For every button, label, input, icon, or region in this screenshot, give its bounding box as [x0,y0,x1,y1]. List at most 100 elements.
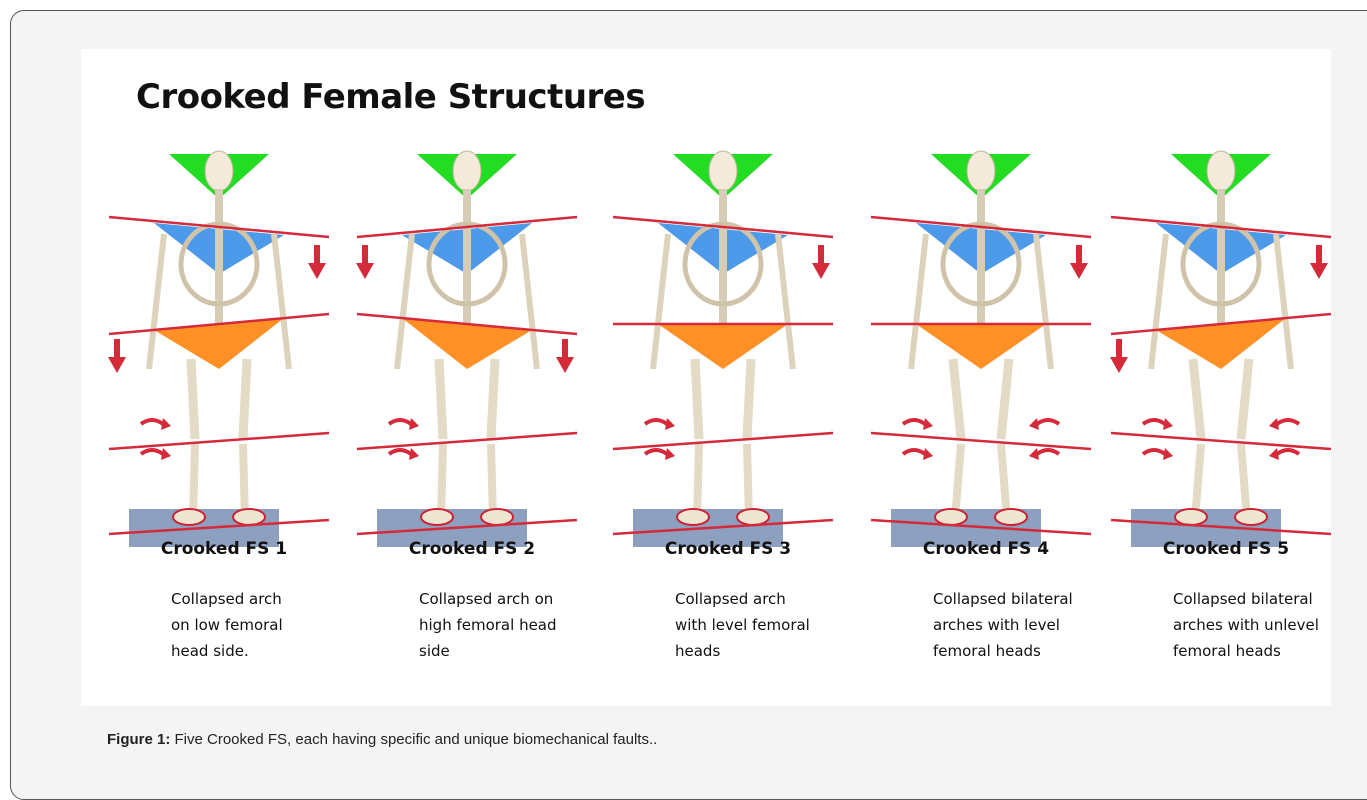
pelvis-triangle [402,318,532,369]
skull [205,151,233,191]
right-tibia [1001,444,1007,519]
left-arm [1151,234,1166,369]
knee-arrow-lower [141,450,163,454]
knee-arrow-lower-head [665,448,675,460]
pelvis-triangle [154,318,284,369]
skull [967,151,995,191]
left-foot [421,509,453,525]
knee-arrow-lower-right [1277,450,1299,454]
knee-arrow-upper-right-head [1269,418,1279,430]
knee-arrow-lower [903,450,925,454]
left-tibia [441,444,443,519]
skeleton-diagram-fs2 [357,149,577,529]
panel-description: Collapsed bilateralarches with unlevelfe… [1173,586,1343,664]
knee-arrow-upper [903,420,925,424]
right-tibia [1241,444,1247,519]
figure-frame: Crooked Female Structures Crooked FS 1 C… [10,10,1367,800]
right-femur [243,359,247,439]
left-arm [911,234,926,369]
right-tibia [747,444,749,519]
pelvis-triangle [1156,318,1286,369]
right-tibia [491,444,493,519]
left-tibia [1195,444,1201,519]
left-femur [953,359,961,439]
shoulder-drop-arrow [356,245,374,279]
right-arm [274,234,289,369]
panel-label: Crooked FS 1 [109,539,339,559]
knee-arrow-upper-right [1037,420,1059,424]
pelvis-drop-arrow [1110,339,1128,373]
knee-arrow-lower-head [409,448,419,460]
left-femur [439,359,443,439]
right-femur [747,359,751,439]
knee-arrow-lower [389,450,411,454]
knee-line [1111,433,1331,449]
right-foot [481,509,513,525]
knee-arrow-lower [645,450,667,454]
knee-line [357,433,577,449]
right-foot [995,509,1027,525]
right-arm [778,234,793,369]
knee-arrow-lower-right [1037,450,1059,454]
shoulder-drop-arrow [812,245,830,279]
skull [1207,151,1235,191]
right-foot [737,509,769,525]
knee-arrow-upper-head [923,418,933,430]
knee-arrow-upper [645,420,667,424]
panel-label: Crooked FS 4 [871,539,1101,559]
panel-fs2: Crooked FS 2 Collapsed arch onhigh femor… [357,49,587,706]
panel-label: Crooked FS 2 [357,539,587,559]
right-femur [1001,359,1009,439]
knee-arrow-lower-head [1163,448,1173,460]
right-femur [1241,359,1249,439]
right-arm [1036,234,1051,369]
panel-label: Crooked FS 3 [613,539,843,559]
knee-arrow-upper [389,420,411,424]
knee-line [871,433,1091,449]
knee-arrow-lower [1143,450,1165,454]
right-foot [1235,509,1267,525]
pelvis-triangle [658,324,788,369]
left-arm [149,234,164,369]
caption-text: Five Crooked FS, each having specific an… [170,731,657,748]
right-foot [233,509,265,525]
shoulder-drop-arrow [1310,245,1328,279]
left-femur [1193,359,1201,439]
pelvis-triangle [916,324,1046,369]
knee-arrow-upper [141,420,163,424]
skeleton-diagram-fs5 [1111,149,1331,529]
skeleton-diagram-fs1 [109,149,329,529]
knee-arrow-upper-head [1163,418,1173,430]
pelvis-drop-arrow [556,339,574,373]
shoulder-drop-arrow [1070,245,1088,279]
knee-line [109,433,329,449]
figure-image: Crooked Female Structures Crooked FS 1 C… [81,49,1331,706]
left-tibia [955,444,961,519]
knee-arrow-upper-right [1277,420,1299,424]
knee-arrow-lower-head [923,448,933,460]
knee-line [613,433,833,449]
knee-arrow-upper-right-head [1029,418,1039,430]
right-tibia [243,444,245,519]
left-foot [1175,509,1207,525]
left-arm [653,234,668,369]
panel-label: Crooked FS 5 [1111,539,1341,559]
skeleton-diagram-fs3 [613,149,833,529]
caption-prefix: Figure 1: [107,731,170,748]
knee-arrow-upper-head [161,418,171,430]
figure-caption: Figure 1: Five Crooked FS, each having s… [107,731,657,748]
left-foot [173,509,205,525]
knee-arrow-lower-head [161,448,171,460]
right-arm [522,234,537,369]
left-arm [397,234,412,369]
knee-arrow-upper-head [665,418,675,430]
right-arm [1276,234,1291,369]
pelvis-drop-arrow [108,339,126,373]
left-foot [677,509,709,525]
